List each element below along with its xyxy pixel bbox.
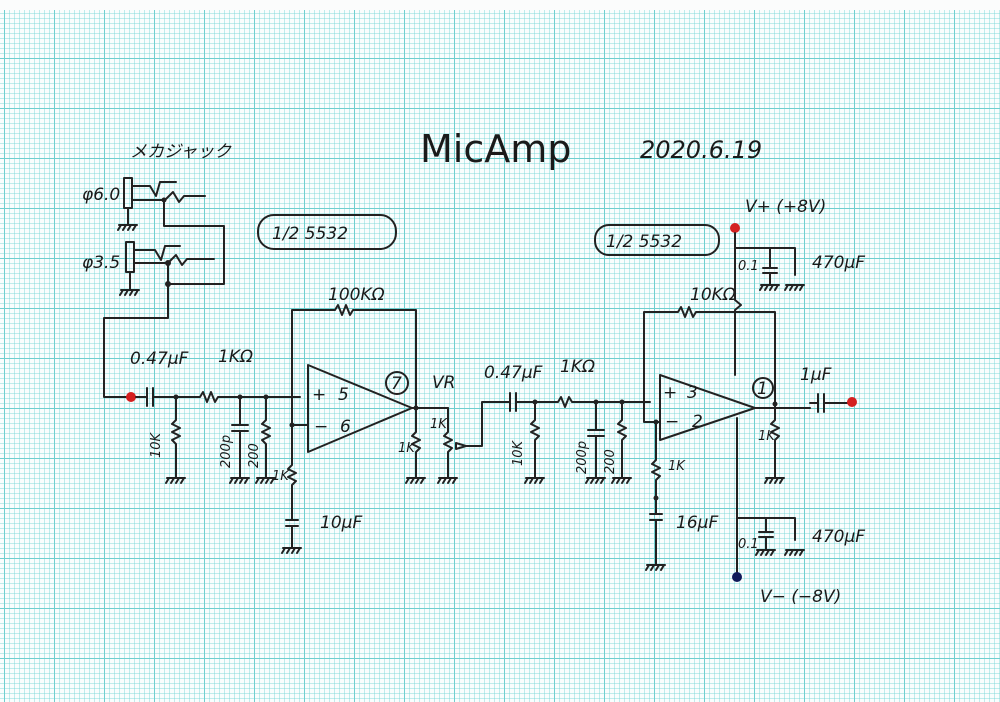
cap-label-d: 200 bbox=[603, 449, 618, 474]
opamp1-minus: − bbox=[314, 417, 328, 437]
stage-1: 1/2 5532 0.47μF 1KΩ 10K 200p 200 + 5 − 6… bbox=[126, 214, 501, 554]
jack-section: メカジャック φ6.0 φ3.5 bbox=[82, 142, 232, 398]
vminus-bypass-large: 470μF bbox=[812, 527, 865, 547]
jack-label: メカジャック bbox=[130, 142, 232, 162]
opamp2-plus-pin: 3 bbox=[687, 383, 698, 403]
feedback-res-label-1: 100KΩ bbox=[328, 285, 385, 305]
opamp1-plus-pin: 5 bbox=[338, 385, 349, 405]
paper-edge bbox=[0, 0, 1000, 10]
jack-size-3-5: φ3.5 bbox=[82, 253, 120, 273]
shunt-res-label: 10K bbox=[149, 431, 164, 458]
vr-label: VR bbox=[432, 373, 455, 393]
gain-res-label-1: 1K bbox=[272, 469, 290, 484]
opamp2-out-pin: 1 bbox=[757, 379, 768, 399]
jack-size-6: φ6.0 bbox=[82, 185, 120, 205]
load-res-label-2: 1K bbox=[758, 429, 776, 444]
vplus-bypass-large: 470μF bbox=[812, 253, 865, 273]
opamp1-out-pin: 7 bbox=[391, 374, 402, 394]
opamp-2 bbox=[659, 374, 756, 441]
date: 2020.6.19 bbox=[640, 136, 762, 164]
opamp1-minus-pin: 6 bbox=[340, 417, 351, 437]
vminus-terminal[interactable] bbox=[732, 572, 742, 582]
opamp-label-1: 1/2 5532 bbox=[272, 224, 348, 244]
vminus-label: V− (−8V) bbox=[760, 587, 841, 607]
input-cap-label: 0.47μF bbox=[130, 349, 189, 369]
cap-label-c: 200p bbox=[575, 441, 590, 474]
shunt-res-label-2: 10K bbox=[511, 439, 526, 466]
title: MicAmp bbox=[420, 127, 571, 171]
load-res-label-1: 1K bbox=[398, 441, 416, 456]
input-res-label-2: 1KΩ bbox=[560, 357, 595, 377]
volume-control[interactable] bbox=[411, 401, 501, 479]
opamp2-minus: − bbox=[665, 412, 679, 432]
gain-cap-label-2: 16μF bbox=[676, 513, 718, 533]
vr-res-label: 1K bbox=[430, 417, 448, 432]
feedback-res-label-2: 10KΩ bbox=[690, 285, 736, 305]
jack-6-body bbox=[123, 177, 133, 209]
vplus-terminal[interactable] bbox=[730, 223, 740, 233]
output-terminal[interactable] bbox=[847, 397, 857, 407]
output-cap-label: 1μF bbox=[800, 365, 832, 385]
vplus-label: V+ (+8V) bbox=[745, 197, 826, 217]
opamp-1 bbox=[307, 364, 413, 453]
vminus-bypass-small: 0.1 bbox=[738, 537, 759, 552]
jack-3-5-contacts bbox=[129, 245, 215, 291]
opamp-label-box-2 bbox=[594, 224, 720, 256]
gain-res-label-2: 1K bbox=[668, 459, 686, 474]
opamp-label-2: 1/2 5532 bbox=[606, 232, 682, 252]
cap-label-b: 200 bbox=[247, 443, 262, 468]
stage-2: 1/2 5532 0.47μF 1KΩ 10K 200p 200 + 3 − 2… bbox=[484, 224, 857, 571]
opamp-label-box-1 bbox=[257, 214, 397, 250]
jack-3-5-body bbox=[125, 241, 135, 273]
input-cap-label-2: 0.47μF bbox=[484, 363, 543, 383]
input-terminal[interactable] bbox=[126, 392, 136, 402]
jack-6-contacts bbox=[127, 181, 206, 226]
opamp1-plus: + bbox=[312, 385, 326, 405]
input-res-label: 1KΩ bbox=[218, 347, 253, 367]
power-section: V+ (+8V) 0.1 470μF 0.1 470μF V− (−8V) bbox=[730, 197, 865, 607]
vplus-bypass-small: 0.1 bbox=[738, 259, 759, 274]
cap-label-a: 200p bbox=[219, 435, 234, 468]
opamp2-minus-pin: 2 bbox=[692, 412, 703, 432]
gain-cap-label-1: 10μF bbox=[320, 513, 362, 533]
jack-wiring bbox=[103, 199, 225, 398]
opamp2-plus: + bbox=[663, 383, 677, 403]
